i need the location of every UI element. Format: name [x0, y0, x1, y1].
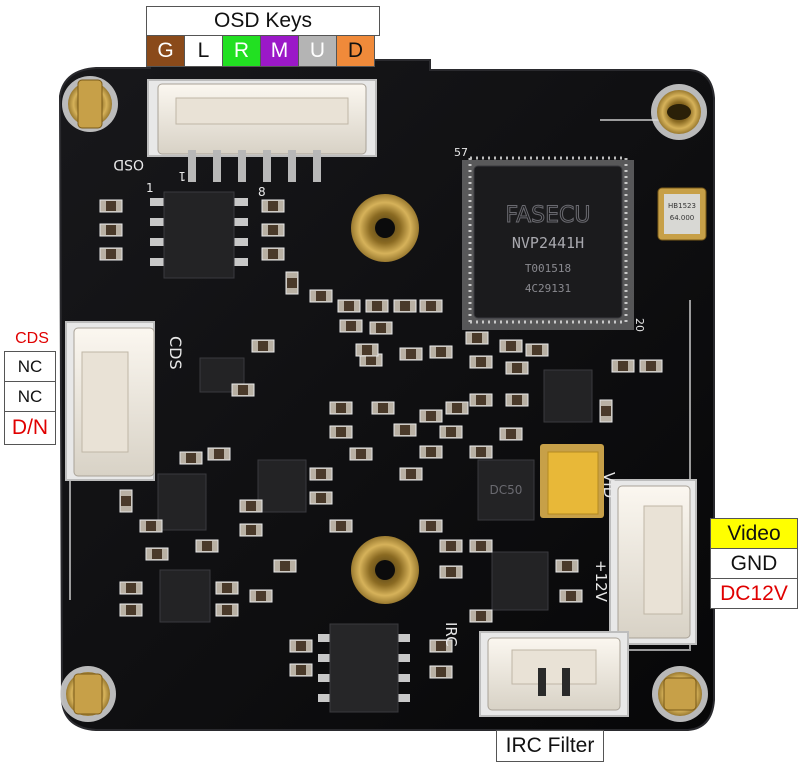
pin-label-gnd: GND — [710, 548, 798, 579]
eeprom-chip — [318, 623, 410, 713]
silk-cds: CDS — [166, 336, 185, 370]
silk-pin1-b: 1 — [178, 169, 186, 183]
dc-chip-label: DC50 — [490, 483, 523, 497]
osd-key-r: R — [222, 35, 261, 67]
main-chip-line2: 4C29131 — [525, 282, 571, 295]
silk-irc: IRC — [442, 622, 460, 647]
pin-label-dc12v: DC12V — [710, 578, 798, 609]
silk-osd: OSD — [113, 156, 144, 172]
passive-components — [99, 199, 663, 679]
pin-label-video: Video — [710, 518, 798, 549]
osd-key-g: G — [146, 35, 185, 67]
pin-label-dn: D/N — [4, 411, 56, 445]
silk-pin8: 8 — [258, 185, 266, 199]
small-ics: DC50 — [157, 357, 593, 623]
silk-20: 20 — [633, 318, 646, 332]
osd-key-u: U — [298, 35, 337, 67]
silk-57: 57 — [454, 146, 468, 159]
crystal-line2: 64.000 — [670, 214, 695, 222]
mounting-holes — [60, 76, 708, 722]
crystal-line1: HB1523 — [668, 202, 696, 210]
silk-12v: +12V — [592, 560, 610, 603]
pin-label-nc-1: NC — [4, 351, 56, 382]
video-connector — [609, 479, 697, 645]
cds-label: CDS — [15, 330, 49, 347]
osd-key-l: L — [184, 35, 223, 67]
soic-chip-top — [150, 191, 248, 279]
irc-filter-label: IRC Filter — [496, 730, 604, 762]
main-chip-brand: FASECU — [505, 203, 590, 228]
osd-connector — [147, 79, 377, 182]
irc-connector — [479, 631, 629, 717]
main-chip: FASECU NVP2441H T001518 4C29131 — [462, 156, 634, 330]
pin-label-nc-2: NC — [4, 381, 56, 412]
silk-vid: VID — [600, 472, 618, 498]
main-chip-line1: T001518 — [525, 262, 571, 275]
osd-key-m: M — [260, 35, 299, 67]
silk-pin1-a: 1 — [146, 181, 154, 195]
main-chip-model: NVP2441H — [512, 234, 584, 252]
osd-key-d: D — [336, 35, 375, 67]
cds-connector — [65, 321, 155, 481]
osd-keys-title: OSD Keys — [146, 6, 380, 36]
tantalum-capacitor — [540, 444, 604, 518]
crystal-oscillator: HB1523 64.000 — [657, 187, 707, 241]
